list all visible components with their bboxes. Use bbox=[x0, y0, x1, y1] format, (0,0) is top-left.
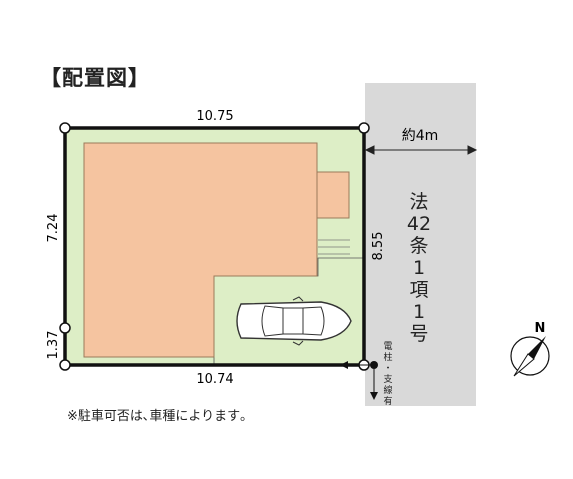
svg-text:号: 号 bbox=[409, 323, 428, 345]
road-type-label: 法 42 条 1 項 1 号 bbox=[407, 191, 431, 345]
svg-text:法: 法 bbox=[409, 191, 428, 213]
dimension-right: 8.55 bbox=[371, 232, 386, 261]
svg-text:42: 42 bbox=[407, 213, 431, 235]
road bbox=[365, 83, 476, 406]
dimension-left-lower: 1.37 bbox=[46, 331, 61, 360]
road-width-arrow bbox=[364, 145, 478, 155]
svg-text:・: ・ bbox=[383, 364, 392, 374]
svg-text:有: 有 bbox=[383, 395, 392, 407]
svg-text:1: 1 bbox=[413, 301, 425, 323]
dimension-top: 10.75 bbox=[196, 109, 233, 124]
entrance-steps bbox=[318, 239, 350, 255]
svg-text:電: 電 bbox=[383, 341, 392, 352]
svg-text:柱: 柱 bbox=[383, 351, 392, 363]
building-annex bbox=[316, 171, 350, 219]
parking-note: ※駐車可否は､車種によります｡ bbox=[67, 409, 247, 424]
page-title: 【配置図】 bbox=[40, 66, 150, 90]
dimension-bottom: 10.74 bbox=[196, 372, 233, 387]
compass-north-label: N bbox=[535, 321, 546, 336]
corner-markers bbox=[59, 122, 370, 371]
svg-text:条: 条 bbox=[409, 235, 428, 257]
dimension-left-upper: 7.24 bbox=[46, 214, 61, 243]
utility-pole-icon bbox=[340, 361, 378, 400]
car-icon bbox=[236, 296, 352, 346]
building bbox=[83, 142, 318, 358]
svg-text:線: 線 bbox=[383, 384, 392, 396]
svg-text:1: 1 bbox=[413, 257, 425, 279]
road-width-label: 約4m bbox=[402, 128, 439, 144]
compass-icon bbox=[510, 336, 550, 377]
svg-text:支: 支 bbox=[383, 373, 392, 385]
utility-pole-label: 電 柱 ・ 支 線 有 bbox=[383, 341, 392, 407]
svg-text:項: 項 bbox=[409, 279, 428, 301]
